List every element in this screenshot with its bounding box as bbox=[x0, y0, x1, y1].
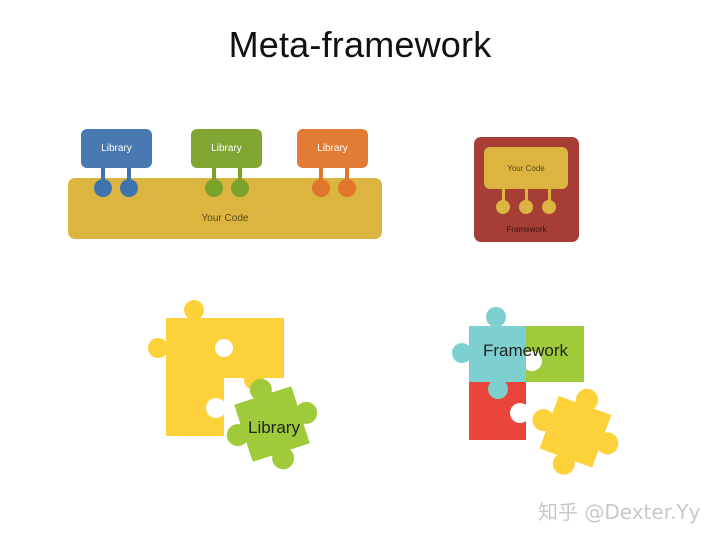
puzzle-piece-yellow bbox=[224, 318, 284, 390]
framework-your-code-box: Your Code bbox=[484, 147, 568, 189]
library-puzzle-label: Library bbox=[248, 418, 300, 437]
library-peg bbox=[238, 167, 242, 181]
your-code-bar bbox=[68, 178, 382, 239]
puzzle-piece-green bbox=[226, 378, 318, 470]
library-knob bbox=[231, 179, 249, 197]
framework-knob bbox=[542, 200, 556, 214]
library-peg bbox=[127, 167, 131, 181]
library-peg bbox=[319, 167, 323, 181]
framework-knob bbox=[496, 200, 510, 214]
library-diagram: Your Code Library Library Library bbox=[68, 129, 382, 241]
library-knob bbox=[205, 179, 223, 197]
framework-puzzle: Framework bbox=[446, 303, 626, 483]
puzzle-piece-teal bbox=[452, 307, 526, 399]
framework-puzzle-pieces-icon bbox=[452, 307, 619, 475]
library-box-green: Library bbox=[191, 129, 262, 168]
framework-peg bbox=[502, 188, 505, 202]
framework-knob bbox=[519, 200, 533, 214]
framework-puzzle-label: Framework bbox=[483, 341, 569, 360]
watermark: 知乎 @Dexter.Yy bbox=[538, 500, 701, 524]
library-puzzle-pieces-icon bbox=[148, 300, 318, 470]
library-knob bbox=[120, 179, 138, 197]
library-peg bbox=[212, 167, 216, 181]
framework-peg bbox=[548, 188, 551, 202]
library-knob bbox=[312, 179, 330, 197]
library-knob bbox=[94, 179, 112, 197]
library-peg bbox=[345, 167, 349, 181]
library-peg bbox=[101, 167, 105, 181]
your-code-label: Your Code bbox=[201, 213, 249, 224]
framework-label: Framework bbox=[506, 225, 547, 234]
framework-diagram: Your Code Framework bbox=[474, 137, 579, 242]
framework-peg bbox=[525, 188, 528, 202]
library-box-blue: Library bbox=[81, 129, 152, 168]
puzzle-piece-yellow bbox=[532, 388, 619, 475]
library-knob bbox=[338, 179, 356, 197]
library-puzzle: Library bbox=[144, 296, 324, 476]
page-title: Meta-framework bbox=[228, 24, 492, 65]
library-box-orange: Library bbox=[297, 129, 368, 168]
